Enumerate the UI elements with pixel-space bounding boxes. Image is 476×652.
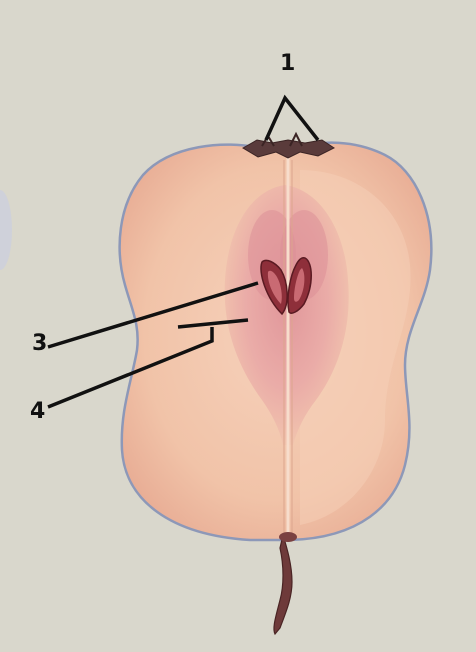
label-1-pointer [266, 98, 318, 140]
calyx [243, 140, 334, 158]
label-3: 3 [32, 331, 47, 356]
label-1: 1 [280, 51, 295, 76]
stem [274, 535, 292, 634]
edge-tint [0, 190, 12, 270]
label-4: 4 [30, 399, 45, 424]
stem-base [279, 532, 297, 542]
